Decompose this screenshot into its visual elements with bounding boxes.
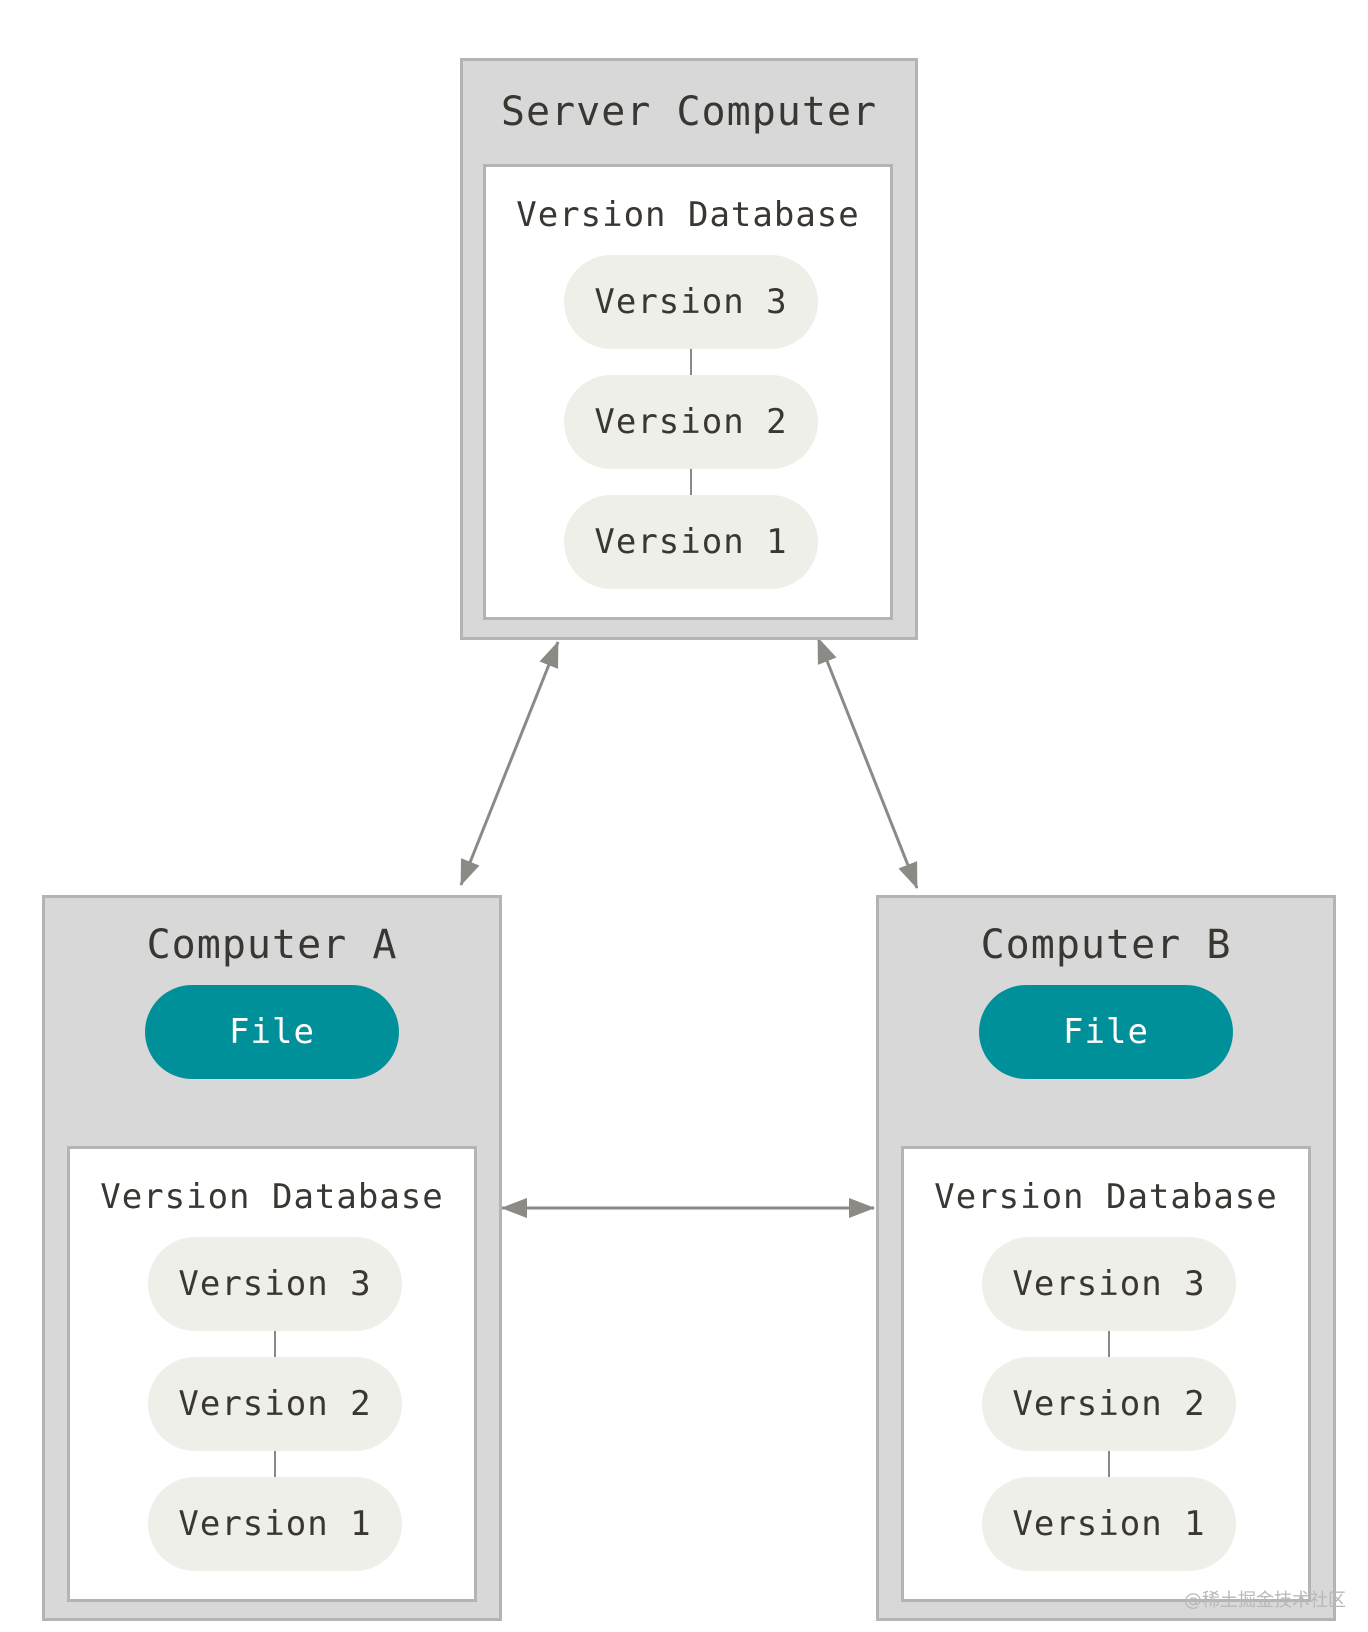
- server-computer-box: Server Computer Version Database Version…: [460, 58, 918, 640]
- computer-a-link-2-1: [274, 1451, 276, 1477]
- computer-a-version-3: Version 3: [148, 1237, 402, 1331]
- computer-b-version-database: Version Database Version 3 Version 2 Ver…: [901, 1146, 1311, 1602]
- arrow-server-computer-a: [459, 641, 560, 886]
- server-computer-title: Server Computer: [500, 89, 878, 135]
- computer-b-file: File: [979, 985, 1233, 1079]
- computer-a-database-title: Version Database: [100, 1177, 444, 1217]
- server-link-2-1: [690, 469, 692, 495]
- computer-b-database-title: Version Database: [934, 1177, 1278, 1217]
- computer-a-version-1: Version 1: [148, 1477, 402, 1571]
- computer-a-version-database: Version Database Version 3 Version 2 Ver…: [67, 1146, 477, 1602]
- computer-b-link-2-1: [1108, 1451, 1110, 1477]
- server-version-3: Version 3: [564, 255, 818, 349]
- computer-b-version-2: Version 2: [982, 1357, 1236, 1451]
- watermark: @稀土掘金技术社区: [1184, 1590, 1346, 1611]
- computer-a-file: File: [145, 985, 399, 1079]
- server-version-1: Version 1: [564, 495, 818, 589]
- computer-a-version-2: Version 2: [148, 1357, 402, 1451]
- computer-b-version-1: Version 1: [982, 1477, 1236, 1571]
- computer-a-title: Computer A: [146, 922, 398, 968]
- computer-b-version-3: Version 3: [982, 1237, 1236, 1331]
- computer-b-box: Computer B File Version Database Version…: [876, 895, 1336, 1621]
- server-version-database: Version Database Version 3 Version 2 Ver…: [483, 164, 893, 620]
- computer-a-link-3-2: [274, 1331, 276, 1357]
- computer-a-box: Computer A File Version Database Version…: [42, 895, 502, 1621]
- computer-b-link-3-2: [1108, 1331, 1110, 1357]
- computer-b-title: Computer B: [980, 922, 1232, 968]
- server-version-2: Version 2: [564, 375, 818, 469]
- server-database-title: Version Database: [516, 195, 860, 235]
- server-link-3-2: [690, 349, 692, 375]
- arrow-server-computer-b: [816, 637, 919, 889]
